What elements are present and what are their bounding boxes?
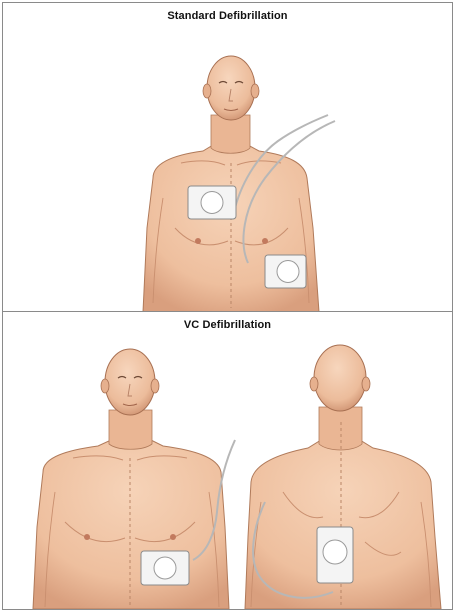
vc-defibrillation-panel: VC Defibrillation [3,312,452,609]
defibrillator-pad-icon [265,255,306,288]
defibrillator-pad-icon [188,186,236,219]
panel-title-vc: VC Defibrillation [3,319,452,331]
vc-defibrillation-illustration [3,312,452,609]
defibrillator-pad-icon [317,527,353,583]
standard-defibrillation-panel: Standard Defibrillation [3,3,452,312]
panel-title-standard: Standard Defibrillation [3,10,452,22]
defibrillator-pad-icon [141,551,189,585]
front-torso-figure [33,349,229,609]
defibrillation-figure: Standard Defibrillation [2,2,453,610]
standard-defibrillation-illustration [3,3,452,312]
